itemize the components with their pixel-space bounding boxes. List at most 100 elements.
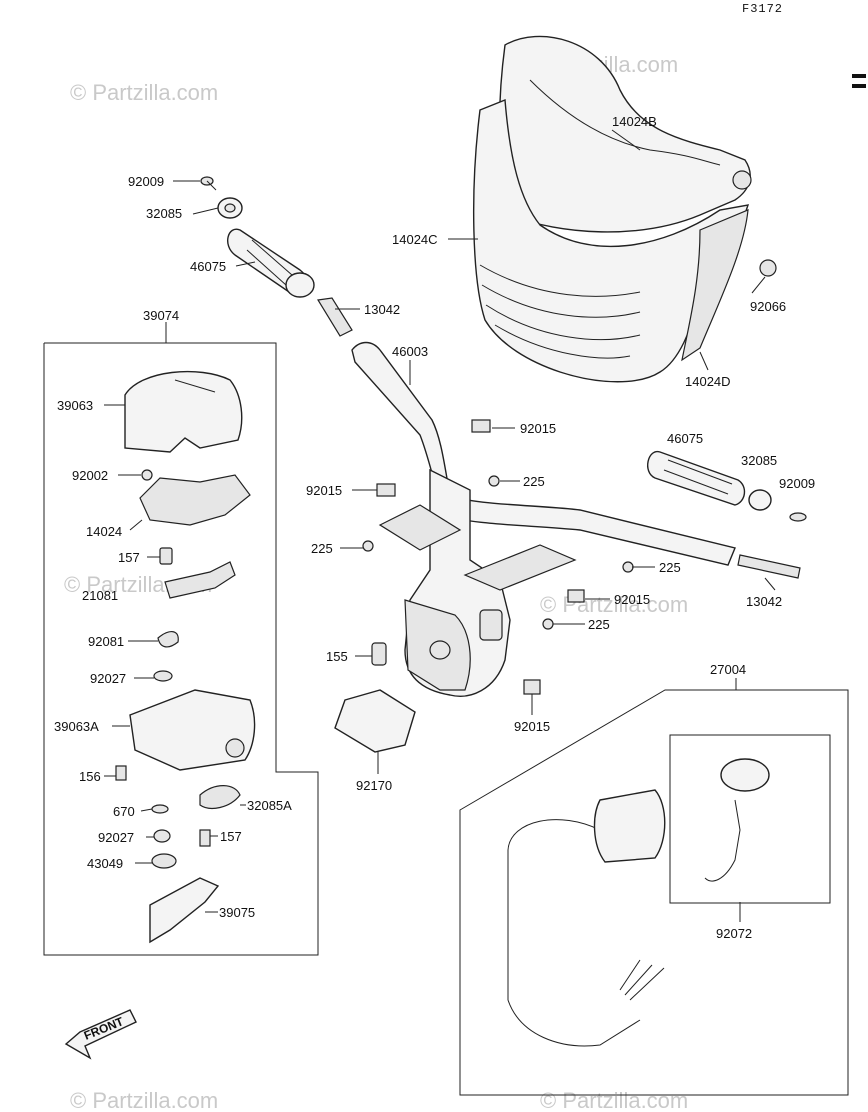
watermark: © Partzilla.com <box>540 592 688 617</box>
callout-157: 157 <box>118 550 140 565</box>
callout-39074: 39074 <box>143 308 179 323</box>
callout-27004: 27004 <box>710 662 746 677</box>
housing-upper-39063 <box>124 370 243 453</box>
right-grip-assembly <box>647 451 807 579</box>
screw-92002 <box>141 469 153 481</box>
switch-wires <box>619 959 665 1001</box>
lever-39075 <box>149 877 220 944</box>
mount-plate-left <box>378 504 462 551</box>
callout-225-lower: 225 <box>588 617 610 632</box>
switch-body <box>593 789 666 863</box>
throttle-cable-13042-left <box>317 297 353 337</box>
callout-670: 670 <box>113 804 135 819</box>
callout-225-right: 225 <box>659 560 681 575</box>
bolt-92066 <box>759 259 777 277</box>
screw-156 <box>115 765 127 781</box>
steering-bore <box>429 640 451 660</box>
callout-156: 156 <box>79 769 101 784</box>
grip-ridge <box>251 239 293 276</box>
switch-cable <box>507 915 641 1047</box>
leader <box>129 519 143 531</box>
group-boundary-39074 <box>43 342 319 956</box>
callout-225: 225 <box>523 474 545 489</box>
steering-post-assembly <box>378 468 577 697</box>
callout-21081: 21081 <box>82 588 118 603</box>
leader <box>611 129 641 151</box>
callout-13042: 13042 <box>364 302 400 317</box>
callout-14024d: 14024D <box>685 374 731 389</box>
callout-39063: 39063 <box>57 398 93 413</box>
ring-670 <box>151 804 169 814</box>
bolt-225 <box>622 561 634 573</box>
callout-39075: 39075 <box>219 905 255 920</box>
bolt-225 <box>362 540 374 552</box>
callout-92081: 92081 <box>88 634 124 649</box>
grip-end-hole <box>224 203 236 213</box>
watermark: © Partzilla.com <box>70 80 218 105</box>
callout-92015-lower: 92015 <box>514 719 550 734</box>
leader <box>764 577 776 591</box>
cover-mount-boss <box>732 170 752 190</box>
callout-46075: 46075 <box>190 259 226 274</box>
cover-92170 <box>334 689 416 753</box>
steering-clamp <box>479 609 503 641</box>
leader <box>235 261 256 267</box>
bushing-43049 <box>151 853 177 869</box>
callout-32085-right: 32085 <box>741 453 777 468</box>
cover-grille <box>479 264 641 297</box>
grip-ridge <box>667 459 733 485</box>
callout-157-lower: 157 <box>220 829 242 844</box>
leader <box>192 207 219 215</box>
callout-92027-lower: 92027 <box>98 830 134 845</box>
grip-end-32085 <box>748 489 772 511</box>
lanyard-cord <box>704 799 741 882</box>
callout-46003: 46003 <box>392 344 428 359</box>
callout-225-left: 225 <box>311 541 333 556</box>
callout-92170: 92170 <box>356 778 392 793</box>
callout-92015-right: 92015 <box>614 592 650 607</box>
group-boundary-27004 <box>459 689 849 1096</box>
front-label: FRONT <box>82 1014 126 1043</box>
leader-lines <box>104 129 776 922</box>
screw-92009 <box>789 512 807 522</box>
callout-92015: 92015 <box>520 421 556 436</box>
watermark: © Partzilla.com <box>70 1088 218 1112</box>
screw-157 <box>199 829 211 847</box>
leader <box>140 808 153 812</box>
callout-39063a: 39063A <box>54 719 99 734</box>
spring-92081 <box>157 631 179 648</box>
stop-switch-assembly <box>507 734 831 1047</box>
cover-grille <box>494 324 631 359</box>
screw-shank <box>206 180 217 191</box>
lanyard-box-92072 <box>669 734 831 904</box>
housing-detail <box>174 379 216 393</box>
clip-92015 <box>471 419 491 433</box>
callout-14024b: 14024B <box>612 114 657 129</box>
lanyard-clip <box>720 758 770 792</box>
bolt-225 <box>488 475 500 487</box>
grip-46075-right <box>647 451 746 506</box>
callout-92009: 92009 <box>128 174 164 189</box>
bolt-155 <box>371 642 387 666</box>
edge-mark <box>852 84 866 88</box>
clip-92015 <box>523 679 541 695</box>
callout-92002: 92002 <box>72 468 108 483</box>
clip-92015 <box>567 589 585 603</box>
grip-ridge <box>663 469 729 495</box>
watermark: © Partzilla.com <box>540 1088 688 1112</box>
housing-lower-39063a <box>129 689 256 771</box>
callout-92009-right: 92009 <box>779 476 815 491</box>
callout-labels: 92009 32085 46075 13042 39074 39063 9200… <box>54 114 815 941</box>
callout-13042-right: 13042 <box>746 594 782 609</box>
diagram-ref-code: F3172 <box>742 2 783 16</box>
edge-mark <box>852 74 866 78</box>
washer-92027 <box>153 829 171 843</box>
cover-grille <box>481 284 641 318</box>
grip-ridge <box>246 249 287 286</box>
leader <box>751 276 766 294</box>
left-grip-assembly <box>200 176 353 337</box>
cover-contour <box>529 79 721 166</box>
switch-cable <box>507 819 601 915</box>
callout-92015-left: 92015 <box>306 483 342 498</box>
